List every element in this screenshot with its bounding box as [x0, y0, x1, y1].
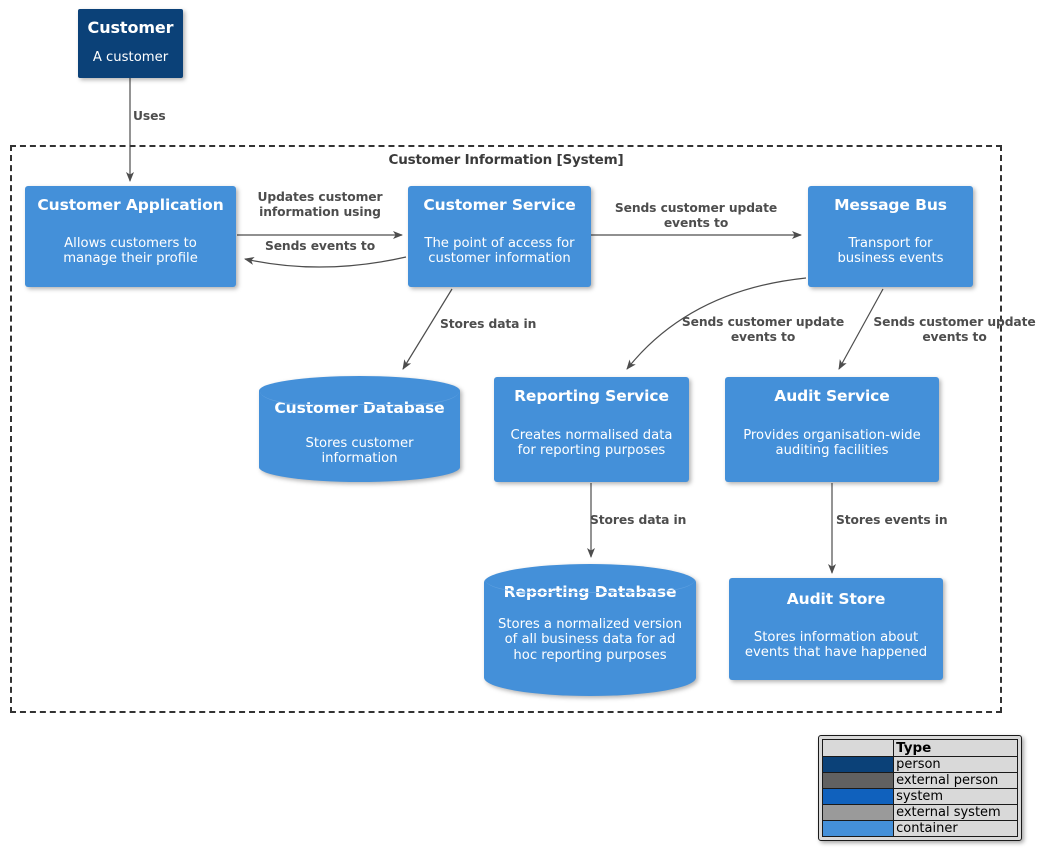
system-boundary-title: Customer Information [System]: [388, 152, 624, 168]
node-customer-database-title: Customer Database: [274, 399, 445, 417]
node-customer-title: Customer: [87, 18, 174, 37]
legend-swatch-system: [821, 788, 895, 805]
edge-label-updates-customer-info: Updates customer information using: [257, 190, 383, 220]
legend-label-external-person: external person: [893, 772, 1018, 789]
node-customer-application[interactable]: Customer Application Allows customers to…: [25, 186, 236, 287]
node-message-bus-desc: Transport for business events: [837, 235, 944, 267]
legend-swatch-external-person: [821, 772, 895, 789]
node-reporting-database[interactable]: Reporting Database Stores a normalized v…: [484, 564, 696, 696]
node-customer-database[interactable]: Customer Database Stores customer inform…: [259, 376, 460, 482]
legend-swatch-container: [821, 820, 895, 837]
system-boundary: [10, 145, 1002, 713]
legend-label-container: container: [893, 820, 1018, 837]
node-audit-store[interactable]: Audit Store Stores information about eve…: [729, 578, 943, 680]
legend-label-person: person: [893, 756, 1018, 773]
node-customer[interactable]: Customer A customer: [78, 9, 183, 78]
node-customer-application-title: Customer Application: [37, 196, 224, 214]
node-message-bus[interactable]: Message Bus Transport for business event…: [808, 186, 973, 287]
legend-label-external-system: external system: [893, 804, 1018, 821]
edge-label-bus-to-reporting: Sends customer update events to: [681, 315, 845, 345]
node-customer-database-desc: Stores customer information: [305, 435, 414, 467]
node-message-bus-title: Message Bus: [834, 196, 947, 214]
edge-label-stores-data-in-customerdb: Stores data in: [440, 317, 537, 331]
legend-row-external-person: external person: [821, 772, 1018, 789]
legend-row-system: system: [821, 788, 1018, 805]
legend-label-system: system: [893, 788, 1018, 805]
node-reporting-database-title: Reporting Database: [503, 583, 677, 601]
legend-header-row: Type: [821, 739, 1018, 757]
legend-table: Type person external person system exter…: [821, 739, 1018, 837]
legend-row-container: container: [821, 820, 1018, 837]
node-reporting-database-desc: Stores a normalized version of all busin…: [498, 616, 682, 663]
node-reporting-service-title: Reporting Service: [514, 387, 669, 405]
node-audit-store-desc: Stores information about events that hav…: [744, 629, 928, 661]
edge-label-uses: Uses: [133, 109, 166, 123]
legend-swatch-external-system: [821, 804, 895, 821]
node-reporting-service[interactable]: Reporting Service Creates normalised dat…: [494, 377, 689, 482]
node-customer-desc: A customer: [92, 50, 169, 66]
edge-label-reporting-stores-data: Stores data in: [590, 513, 687, 527]
legend-header-blank: [821, 739, 895, 757]
node-customer-service-title: Customer Service: [423, 196, 576, 214]
legend: Type person external person system exter…: [818, 735, 1022, 841]
edge-label-sends-events-to: Sends events to: [264, 239, 376, 253]
node-audit-service[interactable]: Audit Service Provides organisation-wide…: [725, 377, 939, 482]
node-audit-service-desc: Provides organisation-wide auditing faci…: [743, 427, 921, 459]
node-audit-store-title: Audit Store: [786, 590, 886, 608]
node-customer-application-desc: Allows customers to manage their profile: [63, 235, 198, 267]
edge-label-audit-stores-events: Stores events in: [836, 513, 948, 527]
legend-header-type: Type: [893, 739, 1018, 757]
edge-label-bus-to-audit: Sends customer update events to: [873, 315, 1036, 345]
legend-row-external-system: external system: [821, 804, 1018, 821]
node-customer-service-desc: The point of access for customer informa…: [424, 235, 575, 267]
node-reporting-service-desc: Creates normalised data for reporting pu…: [510, 427, 673, 459]
edge-label-sends-updates-to-bus: Sends customer update events to: [614, 201, 778, 231]
node-customer-service[interactable]: Customer Service The point of access for…: [408, 186, 591, 287]
legend-swatch-person: [821, 756, 895, 773]
legend-row-person: person: [821, 756, 1018, 773]
node-audit-service-title: Audit Service: [774, 387, 890, 405]
